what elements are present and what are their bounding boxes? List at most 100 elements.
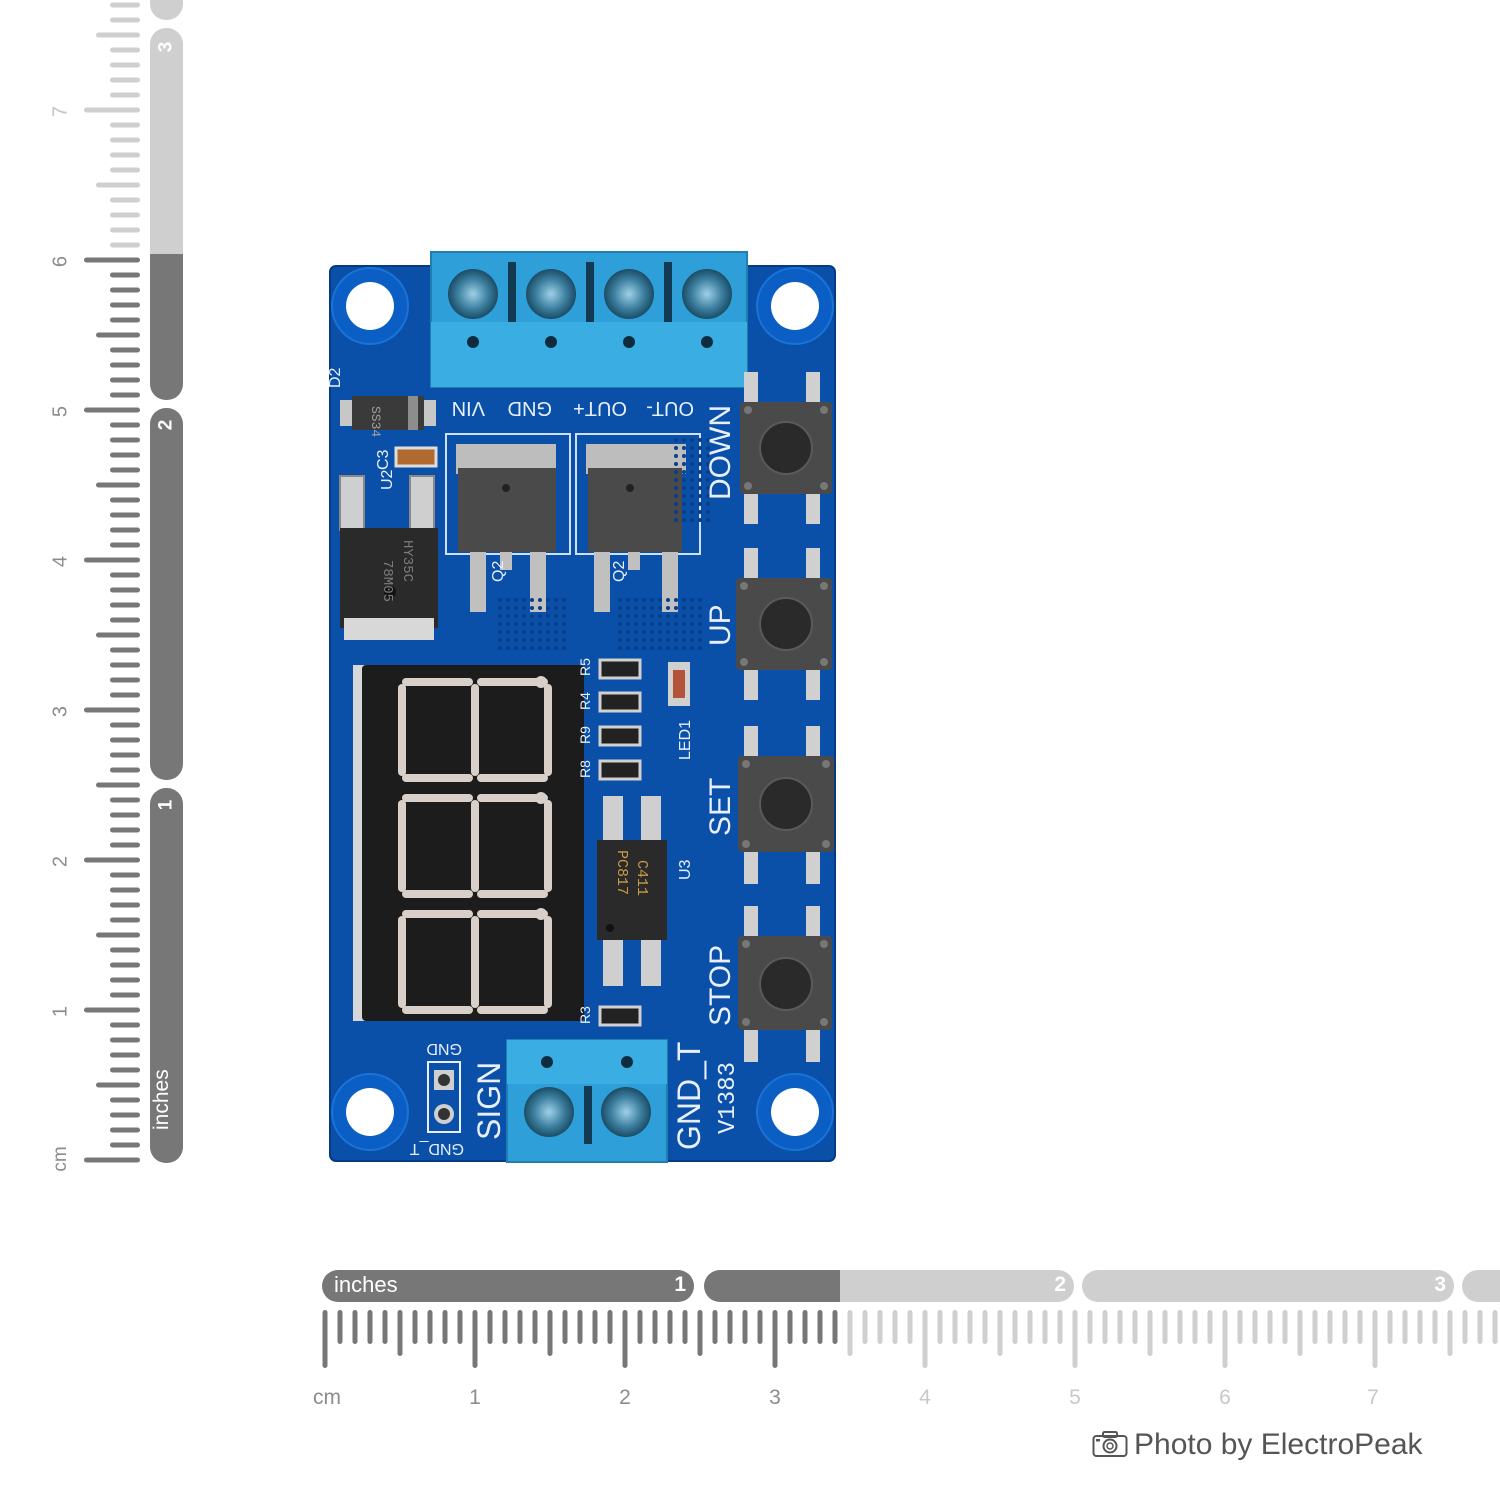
vertical-tick	[110, 77, 140, 83]
label-gnd-t: GND_T	[671, 1042, 707, 1150]
label-sign: SIGN	[471, 1062, 507, 1140]
via	[706, 478, 710, 482]
vertical-tick	[110, 902, 140, 908]
label-r8: R8	[577, 760, 593, 778]
label-led1: LED1	[677, 720, 694, 760]
via	[514, 638, 518, 642]
via	[698, 446, 702, 450]
vertical-tick	[110, 17, 140, 23]
h-cm-number-6: 6	[1219, 1386, 1231, 1409]
mosfet-q2b: Q2	[586, 444, 686, 612]
vertical-tick	[110, 467, 140, 473]
via	[666, 630, 670, 634]
vertical-tick	[110, 122, 140, 128]
label-u2: U2	[379, 469, 396, 490]
horizontal-tick	[757, 1310, 763, 1344]
horizontal-tick	[802, 1310, 808, 1344]
vertical-tick	[110, 452, 140, 458]
via	[674, 606, 678, 610]
label-version: V1383	[715, 1062, 742, 1134]
via	[626, 614, 630, 618]
via	[650, 622, 654, 626]
vertical-tick	[110, 287, 140, 293]
via	[690, 486, 694, 490]
horizontal-tick	[892, 1310, 898, 1344]
via	[562, 638, 566, 642]
via	[514, 598, 518, 602]
horizontal-unit-cm: cm	[313, 1386, 341, 1409]
via	[682, 638, 686, 642]
vertical-inch-bar-1: 1 inches	[150, 788, 183, 1163]
via	[658, 606, 662, 610]
via	[706, 446, 710, 450]
mount-hole-bl	[331, 1073, 409, 1151]
label-up: UP	[704, 604, 737, 646]
via	[690, 446, 694, 450]
button-stop[interactable]	[738, 906, 832, 1062]
horizontal-tick	[667, 1310, 673, 1344]
vertical-tick	[110, 602, 140, 608]
via	[682, 518, 686, 522]
via	[642, 598, 646, 602]
via	[690, 598, 694, 602]
vertical-tick	[110, 317, 140, 323]
vertical-tick	[110, 137, 140, 143]
label-gnd-small: GND	[426, 1040, 462, 1057]
via	[666, 646, 670, 650]
vertical-tick	[110, 677, 140, 683]
via	[642, 614, 646, 618]
vertical-tick	[110, 992, 140, 998]
horizontal-tick	[982, 1310, 988, 1344]
horizontal-inch-bar-2-dark	[704, 1270, 840, 1302]
via	[706, 462, 710, 466]
terminal-block-bottom	[506, 1039, 668, 1163]
via	[682, 478, 686, 482]
via	[554, 606, 558, 610]
via	[642, 606, 646, 610]
via	[530, 630, 534, 634]
vertical-tick	[110, 437, 140, 443]
via	[706, 518, 710, 522]
via	[618, 598, 622, 602]
label-out-minus: OUT-	[646, 397, 694, 419]
via	[506, 646, 510, 650]
via	[674, 454, 678, 458]
via	[562, 630, 566, 634]
vertical-tick	[110, 1052, 140, 1058]
button-up[interactable]	[736, 548, 832, 700]
horizontal-tick	[352, 1310, 358, 1344]
horizontal-tick	[457, 1310, 463, 1344]
via	[698, 502, 702, 506]
vertical-tick	[110, 977, 140, 983]
horizontal-tick	[817, 1310, 823, 1344]
via	[554, 622, 558, 626]
button-set[interactable]	[738, 726, 834, 884]
via	[546, 638, 550, 642]
horizontal-tick	[997, 1310, 1003, 1356]
via	[682, 598, 686, 602]
horizontal-tick	[1327, 1310, 1333, 1344]
horizontal-tick	[442, 1310, 448, 1344]
vertical-unit-inches: inches	[150, 1069, 173, 1130]
display-decimal-point	[535, 676, 547, 688]
label-r3: R3	[577, 1006, 593, 1024]
horizontal-inch-bar-4	[1462, 1270, 1500, 1302]
via	[674, 486, 678, 490]
via	[674, 598, 678, 602]
via	[634, 638, 638, 642]
button-down[interactable]	[740, 372, 832, 524]
via	[522, 622, 526, 626]
horizontal-tick	[652, 1310, 658, 1344]
via	[626, 598, 630, 602]
vertical-tick	[110, 1142, 140, 1148]
inch-number-2: 2	[155, 419, 177, 431]
horizontal-tick	[577, 1310, 583, 1344]
vertical-tick	[84, 707, 140, 713]
via	[562, 622, 566, 626]
label-set: SET	[704, 778, 737, 836]
vertical-tick	[110, 737, 140, 743]
via	[554, 638, 558, 642]
via	[690, 614, 694, 618]
vertical-tick	[110, 662, 140, 668]
via	[498, 614, 502, 618]
